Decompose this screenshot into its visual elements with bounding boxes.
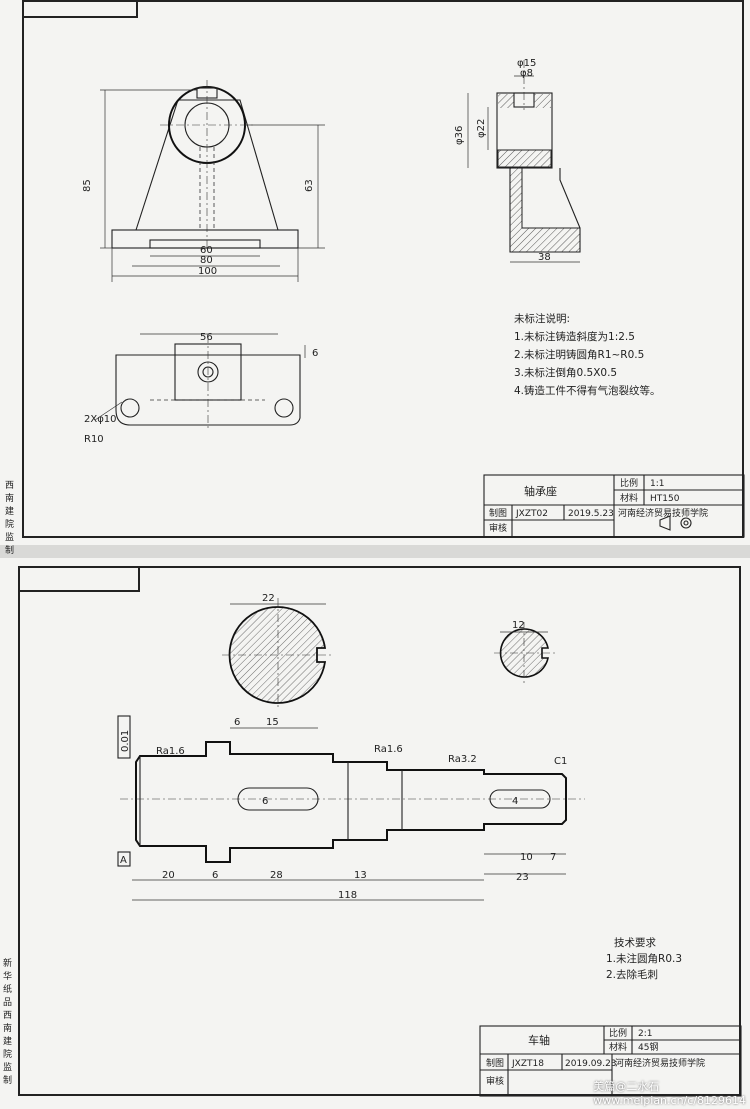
dim-phi8: φ8 (520, 68, 533, 79)
drawing-sheet-axle: 新华纸品西南建院监制 22 12 (0, 558, 750, 1109)
drawing-frame (22, 0, 744, 538)
note-2: 2.未标注明铸圆角R1~R0.5 (514, 348, 644, 361)
dim-22: 22 (262, 593, 275, 604)
corner-tab (18, 566, 140, 592)
section-large: 22 (222, 593, 332, 710)
dim-100: 100 (198, 266, 217, 277)
note-1: 1.未注圆角R0.3 (606, 952, 682, 965)
material-value: 45钢 (638, 1041, 658, 1053)
dim-85: 85 (82, 179, 93, 192)
dim-12: 12 (512, 620, 525, 631)
dim-63: 63 (304, 179, 315, 192)
dim-l28: 28 (270, 870, 283, 881)
watermark-url: www.meipian.cn/c/8129614 (593, 1094, 746, 1107)
dim-15-top: 15 (266, 717, 279, 728)
scale-value: 2:1 (638, 1029, 652, 1039)
geometric-tolerance: 0.01 (120, 730, 131, 752)
scale-value: 1:1 (650, 479, 664, 489)
side-text: 新华纸品西南建院监制 (3, 959, 13, 1086)
technical-requirements: 技术要求 1.未注圆角R0.3 2.去除毛刺 (606, 936, 682, 981)
ra-16-left: Ra1.6 (156, 746, 185, 757)
dim-56: 56 (200, 332, 213, 343)
section-small: 12 (494, 620, 556, 684)
review-label: 审核 (489, 522, 507, 534)
notes-heading: 技术要求 (614, 936, 656, 949)
dim-l20: 20 (162, 870, 175, 881)
note-4: 4.铸造工件不得有气泡裂纹等。 (514, 384, 661, 397)
ra-32: Ra3.2 (448, 754, 477, 765)
note-2: 2.去除毛刺 (606, 968, 658, 981)
drawing-sheet-bearing-seat: 西南建院监制 85 63 6 (0, 0, 750, 556)
drawing-number: JXZT18 (511, 1059, 544, 1069)
notes-block: 未标注说明: 1.未标注铸造斜度为1:2.5 2.未标注明铸圆角R1~R0.5 … (514, 312, 661, 397)
axle-drawing: 22 12 6 4 6 15 Ra1.6 Ra1.6 Ra3.2 (117, 593, 742, 1097)
dim-holes: 2Xφ10 (84, 414, 117, 425)
drawing-date: 2019.5.23 (568, 509, 614, 519)
title-block: 车轴 比例 2:1 材料 45钢 制图 JXZT18 2019.09.23 河南… (479, 1025, 742, 1097)
dim-l118: 118 (338, 890, 357, 901)
dim-w6: 6 (262, 796, 268, 807)
dim-38: 38 (538, 252, 551, 263)
drawing-frame (18, 566, 741, 1096)
front-view: 85 63 60 80 100 (82, 80, 325, 282)
dim-l23: 23 (516, 872, 529, 883)
dim-r10: R10 (84, 434, 104, 445)
part-name: 轴承座 (524, 484, 557, 498)
material-value: HT150 (650, 494, 680, 504)
drawn-label: 制图 (489, 507, 507, 519)
dim-l6: 6 (212, 870, 218, 881)
school-name: 河南经济贸易技师学院 (618, 507, 708, 519)
school-name: 河南经济贸易技师学院 (615, 1057, 705, 1069)
dim-6-top: 6 (234, 717, 240, 728)
dim-phi22: φ22 (476, 119, 487, 138)
bearing-seat-drawing: 85 63 60 80 100 φ15 φ8 φ36 φ22 38 (82, 58, 745, 538)
material-label: 材料 (609, 1041, 627, 1053)
shaft-main-view: 6 4 6 15 Ra1.6 Ra1.6 Ra3.2 C1 0.01 A 20 … (117, 715, 585, 901)
dim-60: 60 (200, 245, 213, 256)
dim-l7: 7 (550, 852, 556, 863)
corner-tab (22, 0, 138, 18)
dim-w4: 4 (512, 796, 518, 807)
scale-label: 比例 (620, 477, 638, 489)
watermark: 美篇@二水石 www.meipian.cn/c/8129614 (593, 1078, 746, 1107)
dim-l10: 10 (520, 852, 533, 863)
ra-16-right: Ra1.6 (374, 744, 403, 755)
notes-heading: 未标注说明: (514, 312, 570, 325)
side-section-view: φ15 φ8 φ36 φ22 38 (454, 58, 581, 263)
dim-phi36: φ36 (454, 126, 465, 145)
dim-6: 6 (312, 348, 318, 359)
note-1: 1.未标注铸造斜度为1:2.5 (514, 330, 635, 343)
dim-phi15: φ15 (517, 58, 536, 69)
dim-80: 80 (200, 255, 213, 266)
review-label: 审核 (486, 1075, 504, 1087)
drawn-label: 制图 (486, 1057, 504, 1069)
top-view: 56 6 2Xφ10 R10 (84, 332, 318, 445)
drawing-date: 2019.09.23 (565, 1059, 617, 1069)
datum-a: A (120, 855, 127, 866)
part-name: 车轴 (528, 1033, 550, 1047)
material-label: 材料 (620, 492, 638, 504)
watermark-brand: 美篇@二水石 (593, 1080, 660, 1093)
note-3: 3.未标注倒角0.5X0.5 (514, 366, 617, 379)
drawing-number: JXZT02 (515, 509, 548, 519)
title-block: 轴承座 比例 1:1 材料 HT150 制图 JXZT02 2019.5.23 … (483, 474, 745, 538)
projection-symbol-icon (659, 515, 692, 531)
chamfer-c1: C1 (554, 756, 567, 767)
scale-label: 比例 (609, 1027, 627, 1039)
dim-l13: 13 (354, 870, 367, 881)
side-text: 西南建院监制 (5, 481, 15, 556)
